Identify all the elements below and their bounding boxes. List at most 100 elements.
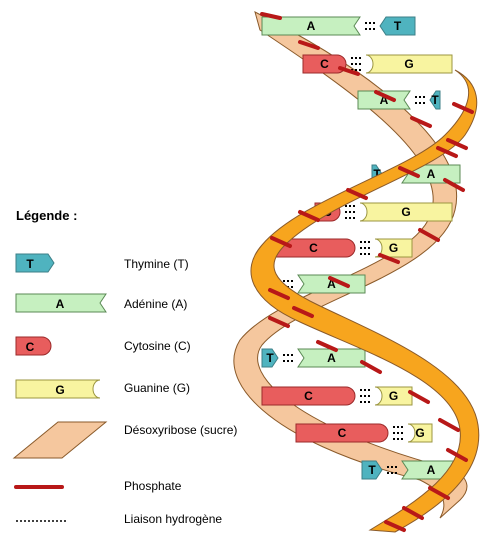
legend-cytosine-letter: C	[26, 340, 35, 354]
base-letter-right: A	[427, 463, 436, 477]
legend-symbols: T A C G	[12, 253, 108, 522]
phosphate-mark	[328, 276, 350, 288]
phosphate-mark	[360, 360, 382, 374]
phosphate-mark	[436, 146, 458, 158]
legend-guanine-letter: G	[55, 383, 64, 397]
base-right	[359, 202, 453, 222]
phosphate-mark	[292, 306, 314, 318]
phosphate-mark	[410, 116, 432, 128]
hydrogen-bond	[393, 426, 403, 440]
phosphate-mark	[298, 210, 320, 222]
legend-adenine-letter: A	[56, 297, 65, 311]
phosphate-mark	[398, 166, 420, 178]
base-left	[357, 90, 411, 110]
base-right	[407, 423, 433, 443]
base-letter-right: G	[415, 426, 424, 440]
hydrogen-bond	[387, 466, 397, 474]
phosphate-mark	[446, 138, 468, 150]
front-strand-ribbon	[250, 69, 480, 533]
base-left	[261, 348, 279, 368]
legend-label-cytosine: Cytosine (C)	[124, 339, 191, 353]
base-letter-left: A	[380, 93, 389, 107]
legend-label-guanine: Guanine (G)	[124, 381, 191, 395]
phosphate-mark	[402, 506, 424, 520]
legend-label-phosphate: Phosphate	[124, 479, 182, 493]
phosphate-mark	[452, 102, 474, 114]
phosphate-mark	[268, 288, 290, 300]
base-letter-left: T	[266, 351, 274, 365]
base-letter-right: G	[389, 389, 398, 403]
hydrogen-bond	[365, 22, 375, 30]
base-left	[261, 386, 356, 406]
legend-title: Légende :	[16, 208, 78, 223]
phosphate-mark	[428, 486, 450, 500]
base-letter-right: T	[431, 93, 439, 107]
phosphate-mark	[268, 316, 290, 328]
base-pairs: ATCGATTACGCGTATACGCGTA	[261, 16, 461, 480]
phosphate-mark	[374, 90, 396, 102]
phosphate-mark	[408, 390, 430, 404]
legend-label-hbond: Liaison hydrogène	[124, 512, 223, 526]
front-strand	[250, 69, 480, 533]
base-letter-right: G	[404, 57, 413, 71]
hydrogen-bond	[345, 205, 355, 219]
legend-cytosine-symbol: C	[15, 336, 52, 356]
legend-label-thymine: Thymine (T)	[124, 257, 189, 271]
phosphate-mark	[316, 340, 338, 352]
phosphate-mark	[338, 66, 360, 76]
phosphate-mark	[446, 448, 468, 462]
legend-sugar-symbol	[12, 421, 108, 459]
legend-thymine-symbol: T	[15, 253, 55, 273]
base-left	[271, 238, 356, 258]
base-letter-right: A	[327, 351, 336, 365]
base-right	[297, 274, 366, 294]
back-strand	[233, 11, 468, 519]
hydrogen-bond	[415, 96, 425, 104]
base-letter-right: A	[327, 277, 336, 291]
base-letter-left: T	[373, 167, 381, 181]
hydrogen-bond	[360, 241, 370, 255]
phosphate-mark	[260, 12, 282, 20]
base-left	[361, 460, 383, 480]
phosphate-mark	[384, 520, 406, 532]
hydrogen-bond	[360, 389, 370, 403]
base-letter-left: C	[304, 389, 313, 403]
base-letter-left: T	[368, 463, 376, 477]
legend-thymine-letter: T	[26, 257, 34, 271]
base-right	[429, 90, 441, 110]
back-strand-ribbon	[233, 11, 468, 519]
base-letter-right: G	[401, 205, 410, 219]
base-letter-right: A	[427, 167, 436, 181]
base-right	[379, 16, 416, 36]
legend-label-adenine: Adénine (A)	[124, 297, 188, 311]
base-right	[374, 386, 413, 406]
phosphate-mark	[418, 228, 440, 242]
base-right	[297, 348, 366, 368]
phosphate-mark	[443, 178, 465, 192]
phosphate-mark	[270, 236, 292, 248]
base-left	[295, 423, 389, 443]
base-letter-left: C	[309, 241, 318, 255]
base-letter-right: G	[389, 241, 398, 255]
base-letter-left: C	[338, 426, 347, 440]
base-letter-right: T	[394, 19, 402, 33]
phosphate-mark	[346, 188, 368, 200]
phosphate-marks	[260, 12, 474, 532]
phosphate-mark	[378, 253, 400, 264]
base-right	[365, 54, 453, 74]
base-left	[261, 16, 361, 36]
legend-adenine-symbol: A	[15, 293, 107, 313]
phosphate-mark	[438, 418, 460, 432]
legend-label-sugar: Désoxyribose (sucre)	[124, 423, 238, 437]
phosphate-mark	[298, 40, 320, 50]
legend-guanine-symbol: G	[15, 379, 101, 399]
hydrogen-bond	[283, 354, 293, 362]
